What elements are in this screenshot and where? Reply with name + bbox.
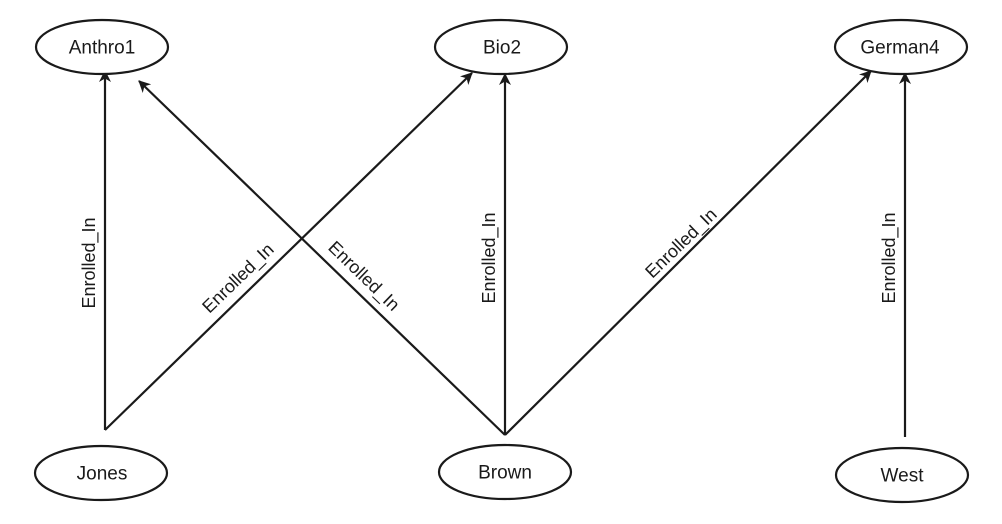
edge-label-brown-bio2: Enrolled_In [479, 212, 500, 303]
node-west: West [834, 446, 970, 504]
node-bio2: Bio2 [433, 18, 569, 76]
node-bio2-label: Bio2 [483, 38, 521, 59]
node-anthro1-label: Anthro1 [69, 38, 136, 59]
edge-jones-bio2 [104, 72, 473, 431]
edge-label-jones-anthro1: Enrolled_In [79, 217, 100, 308]
edges-layer [99, 70, 911, 437]
edge-label-jones-bio2: Enrolled_In [198, 239, 278, 317]
node-anthro1: Anthro1 [34, 18, 170, 76]
node-german4: German4 [833, 18, 969, 76]
edge-brown-anthro1 [138, 80, 506, 436]
edge-label-brown-anthro1: Enrolled_In [324, 237, 404, 315]
node-west-label: West [881, 466, 925, 487]
node-west-ellipse [834, 446, 970, 504]
node-jones-ellipse [33, 444, 169, 502]
edge-label-west-german4: Enrolled_In [879, 212, 900, 303]
node-brown-ellipse [437, 443, 573, 501]
node-german4-ellipse [833, 18, 969, 76]
edge-label-brown-german4: Enrolled_In [641, 204, 721, 282]
edge-labels-layer: Enrolled_In Enrolled_In Enrolled_In Enro… [79, 204, 900, 317]
node-german4-label: German4 [860, 38, 940, 59]
node-anthro1-ellipse [34, 18, 170, 76]
node-bio2-ellipse [433, 18, 569, 76]
node-brown-label: Brown [478, 463, 532, 484]
node-brown: Brown [437, 443, 573, 501]
edge-brown-german4 [504, 70, 872, 436]
node-jones: Jones [33, 444, 169, 502]
node-jones-label: Jones [77, 464, 128, 485]
